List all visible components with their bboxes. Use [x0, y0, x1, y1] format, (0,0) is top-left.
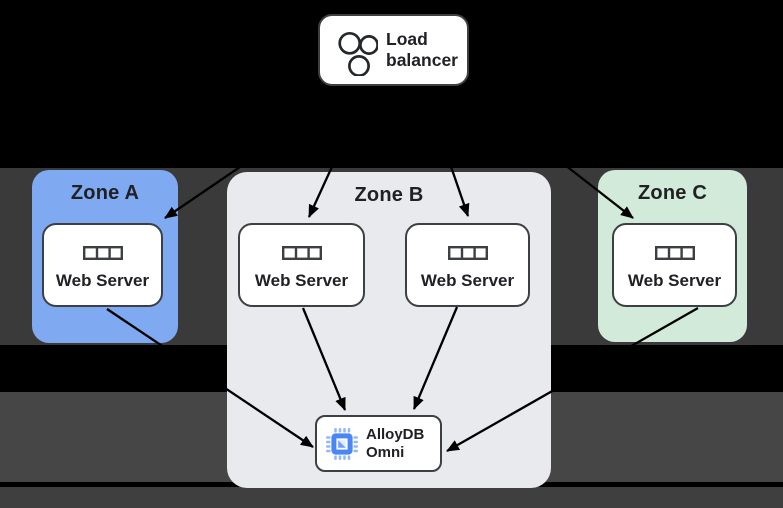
server-rack-icon	[654, 246, 695, 260]
chip-icon	[326, 427, 358, 460]
web-server-label: Web Server	[254, 271, 349, 290]
load-balancer-node: Load balancer	[318, 14, 469, 86]
alloydb-omni-node: AlloyDB Omni	[315, 415, 442, 472]
server-rack-icon	[82, 246, 123, 260]
zone-b-web-server-1-node: Web Server	[238, 223, 365, 307]
server-rack-icon	[281, 246, 322, 260]
background-band-bottom	[0, 487, 783, 508]
alloydb-label-line1: AlloyDB	[366, 425, 425, 443]
zone-c-web-server-node: Web Server	[612, 223, 737, 307]
zone-a-web-server-node: Web Server	[42, 223, 163, 307]
zone-a-container: Zone A Web Server	[32, 170, 178, 343]
load-balancer-label: Load balancer	[386, 29, 458, 70]
zone-c-label: Zone C	[638, 182, 707, 204]
web-server-label: Web Server	[420, 271, 515, 290]
server-rack-icon	[447, 246, 488, 260]
web-server-label: Web Server	[627, 271, 722, 290]
zone-c-container: Zone C Web Server	[598, 170, 747, 342]
web-server-label: Web Server	[55, 271, 150, 290]
zone-b-label: Zone B	[354, 184, 424, 206]
alloydb-omni-label: AlloyDB Omni	[366, 426, 424, 462]
load-balancer-icon	[338, 31, 378, 76]
alloydb-label-line2: Omni	[366, 443, 405, 461]
zone-b-web-server-2-node: Web Server	[405, 223, 530, 307]
zone-a-label: Zone A	[70, 182, 140, 204]
